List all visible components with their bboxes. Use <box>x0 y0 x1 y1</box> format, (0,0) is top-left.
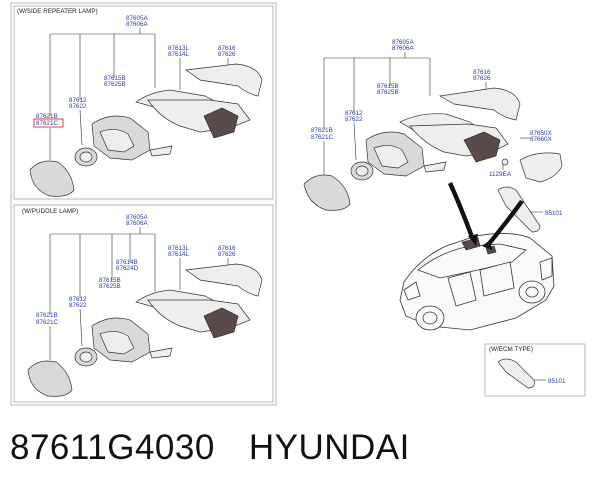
side-repeater-box <box>13 5 274 200</box>
label: 87624D <box>116 265 139 272</box>
label: 87622 <box>345 116 363 123</box>
label: 85101 <box>548 378 566 385</box>
label: 87626 <box>473 75 491 82</box>
side-repeater-leaders <box>49 28 229 160</box>
label: 87621C <box>311 134 334 141</box>
label: 1129EA <box>489 171 512 178</box>
label: 87615B <box>99 277 121 284</box>
label: 85101 <box>545 210 563 217</box>
label: 87605A <box>126 214 149 221</box>
label: 87614B <box>116 259 138 266</box>
label: 87616 <box>218 45 236 52</box>
label: 87626 <box>218 51 236 58</box>
label: 87625B <box>377 89 399 96</box>
label: 87622 <box>69 103 87 110</box>
puddle-labels: 87605A 87606A 87613L 87614L 87616 87626 … <box>36 214 236 326</box>
side-repeater-parts <box>29 63 263 197</box>
label: 87614L <box>168 51 190 58</box>
label: 87616 <box>473 69 491 76</box>
label: 87621B <box>36 312 58 319</box>
label: 87625B <box>104 81 126 88</box>
car-drawing <box>399 233 555 331</box>
ecm-mirror-part <box>497 358 535 389</box>
label: 87621C <box>36 319 59 326</box>
label: 87650X <box>530 130 553 137</box>
label: 87606A <box>392 45 415 52</box>
puddle-title: (W/PUDDLE LAMP) <box>22 208 78 215</box>
label: 87621B <box>311 127 333 134</box>
puddle-parts <box>27 263 263 397</box>
label: 87615B <box>377 83 399 90</box>
puddle-leaders <box>49 227 229 360</box>
label: 87605A <box>126 15 149 22</box>
label: 87622 <box>69 302 87 309</box>
label: 87606A <box>126 21 149 28</box>
label: 87612 <box>69 97 87 104</box>
label-highlighted: 87621C <box>36 120 59 127</box>
puddle-box <box>13 204 274 403</box>
label: 87660X <box>530 136 553 143</box>
left-panel-frame <box>10 2 277 406</box>
highlight-box <box>33 118 64 128</box>
pointer-arrows <box>448 182 524 250</box>
part-number: 87611G4030 <box>10 428 215 467</box>
label: 87626 <box>218 251 236 258</box>
label: 87605A <box>392 39 415 46</box>
ecm-title: (W/ECM TYPE) <box>489 346 533 353</box>
ecm-box <box>484 343 586 397</box>
side-repeater-title: (W/SIDE REPEATER LAMP) <box>17 8 98 15</box>
side-repeater-labels: 87605A 87606A 87613L 87614L 87616 87626 … <box>36 15 236 127</box>
label: 87612 <box>69 296 87 303</box>
label: 87616 <box>218 245 236 252</box>
label: 87615B <box>104 75 126 82</box>
label: 87613L <box>168 45 190 52</box>
main-parts <box>303 87 563 233</box>
label: 87614L <box>168 251 190 258</box>
main-leaders <box>323 52 543 213</box>
brand-name: HYUNDAI <box>248 428 410 467</box>
main-labels: 87605A 87606A 87616 87626 87615B 87625B … <box>311 39 563 217</box>
label: 87625B <box>99 283 121 290</box>
label: 87612 <box>345 110 363 117</box>
caption: 87611G4030 HYUNDAI <box>10 428 410 468</box>
label: 87613L <box>168 245 190 252</box>
label: 87621B <box>36 113 58 120</box>
label: 87606A <box>126 220 149 227</box>
